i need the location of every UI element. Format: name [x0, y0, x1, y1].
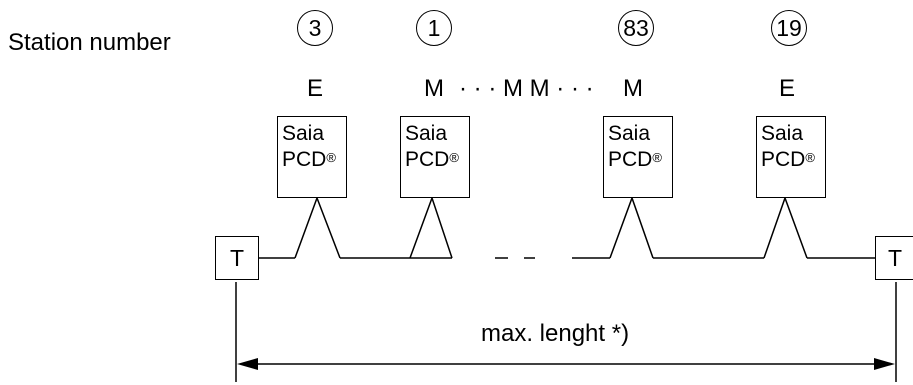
max-length-label: max. lenght *) [481, 320, 630, 347]
terminator-right: T [875, 236, 913, 280]
station-brand-line: Saia [282, 122, 325, 145]
station-model-text: PCD [405, 148, 450, 171]
station-number-circle: 83 [618, 10, 654, 46]
saia-pcd-station: Saia PCD® [756, 116, 826, 198]
station-number-circle: 1 [416, 10, 452, 46]
station-model-text: PCD [761, 148, 806, 171]
station-drop-line [294, 195, 341, 259]
saia-pcd-station: Saia PCD® [277, 116, 347, 198]
station-model-text: PCD [608, 148, 653, 171]
station-number-circle: 3 [297, 10, 333, 46]
station-type-label: M [424, 75, 444, 102]
station-model-text: PCD [282, 148, 327, 171]
station-model-line: PCD® [761, 147, 825, 173]
station-model-line: PCD® [608, 147, 672, 173]
registered-mark: ® [449, 150, 459, 165]
ellipsis-label: · · · M M · · · [459, 75, 594, 102]
registered-mark: ® [652, 150, 662, 165]
station-type-label: E [779, 75, 796, 102]
station-model-line: PCD® [405, 147, 469, 173]
dimension-arrow-right [874, 358, 895, 370]
station-drop-line [409, 195, 453, 259]
station-number-heading: Station number [8, 29, 171, 56]
registered-mark: ® [326, 150, 336, 165]
registered-mark: ® [805, 150, 815, 165]
station-number-circle: 19 [771, 10, 807, 46]
dimension-arrow-left [237, 358, 258, 370]
station-brand-line: Saia [761, 122, 804, 145]
station-drop-line [763, 195, 808, 259]
saia-pcd-station: Saia PCD® [400, 116, 470, 198]
station-brand-line: Saia [405, 122, 448, 145]
station-drop-line [609, 195, 654, 259]
station-brand-line: Saia [608, 122, 651, 145]
station-type-label: E [307, 75, 324, 102]
station-model-line: PCD® [282, 147, 346, 173]
station-type-label: M [623, 75, 643, 102]
saia-pcd-station: Saia PCD® [603, 116, 673, 198]
terminator-left: T [215, 236, 259, 280]
